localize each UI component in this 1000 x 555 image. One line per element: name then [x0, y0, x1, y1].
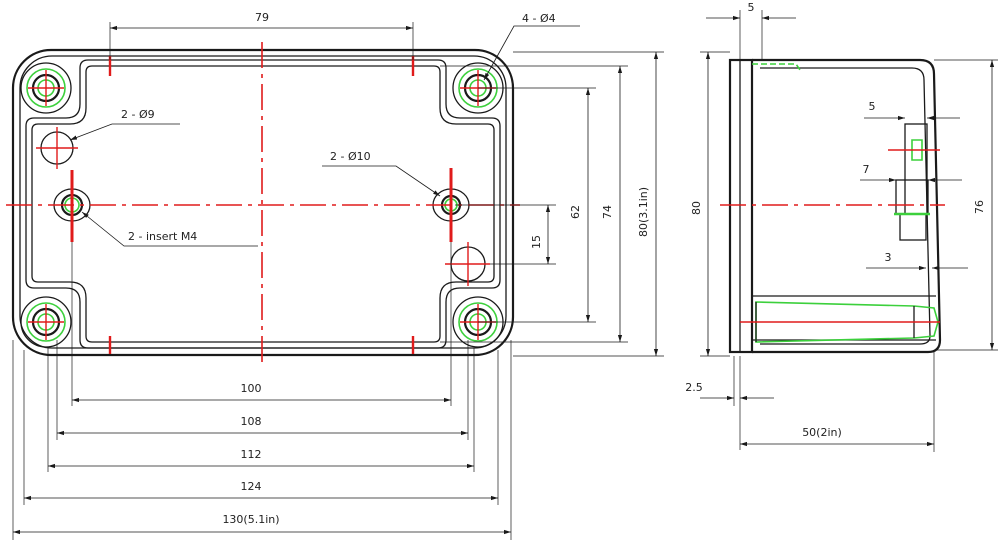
dim-7: 7 [860, 163, 962, 183]
dim-80-side-label: 80 [690, 201, 703, 215]
front-view: 79 4 - Ø4 2 - Ø9 2 - Ø10 2 - insert M4 6… [6, 11, 664, 540]
dim-76: 76 [934, 59, 998, 351]
dim-100-label: 100 [241, 382, 262, 395]
dim-15: 15 [455, 204, 556, 265]
dim-5-right-label: 5 [869, 100, 876, 113]
dim-108-label: 108 [241, 415, 262, 428]
dim-50-2in: 50(2in) [740, 352, 935, 452]
dim-74: 74 [440, 65, 628, 343]
dim-80-side: 80 [690, 51, 730, 357]
dim-130-5-1in: 130(5.1in) [12, 340, 512, 540]
dim-76-label: 76 [973, 200, 986, 214]
dim-5-right: 5 [864, 100, 960, 121]
dim-112: 112 [47, 348, 475, 472]
dim-108: 108 [56, 340, 469, 440]
dim-124: 124 [23, 350, 499, 505]
corner-screw-bottom-left [20, 296, 72, 348]
hole-d9-left [36, 127, 78, 169]
dim-2-5: 2.5 [685, 356, 774, 450]
dim-5-top-label: 5 [748, 1, 755, 14]
dim-15-label: 15 [530, 235, 543, 249]
dim-124-label: 124 [241, 480, 262, 493]
dim-7-label: 7 [863, 163, 870, 176]
dim-74-label: 74 [601, 205, 614, 219]
dim-112-label: 112 [241, 448, 262, 461]
dim-130-label: 130(5.1in) [222, 513, 279, 526]
enclosure-outer-outline [11, 48, 515, 357]
side-view: 5 5 7 3 80 [685, 1, 998, 452]
side-boss [904, 123, 928, 215]
side-rim-highlight [752, 63, 801, 71]
hole-d10-right [445, 242, 490, 286]
leader-4-d4: 4 - Ø4 [483, 12, 580, 81]
leader-insert-m4-label: 2 - insert M4 [128, 230, 197, 243]
leader-2-d10-label: 2 - Ø10 [330, 150, 371, 163]
enclosure-inner-wall [25, 59, 501, 349]
side-screw-channel [755, 301, 939, 343]
dim-3: 3 [866, 251, 968, 271]
side-body-outline [752, 58, 942, 354]
insert-m4-left [53, 170, 91, 242]
dim-62-label: 62 [569, 205, 582, 219]
side-lid [728, 58, 754, 354]
dim-100: 100 [71, 242, 452, 406]
dim-50-label: 50(2in) [802, 426, 842, 439]
side-boss-highlight [911, 139, 923, 161]
dim-3-label: 3 [885, 251, 892, 264]
leader-4-d4-label: 4 - Ø4 [522, 12, 556, 25]
dim-79: 79 [109, 11, 414, 60]
dim-79-label: 79 [255, 11, 269, 24]
corner-screw-top-left [20, 62, 72, 114]
dim-80-3-1in: 80(3.1in) [513, 51, 664, 357]
leader-2-d10: 2 - Ø10 [322, 150, 441, 197]
dim-62: 62 [478, 87, 596, 323]
leader-2-d9-label: 2 - Ø9 [121, 108, 155, 121]
leader-2-d9: 2 - Ø9 [69, 108, 180, 141]
dim-80-label: 80(3.1in) [637, 187, 650, 237]
enclosure-inner-wall-2 [31, 65, 495, 343]
dim-5-top: 5 [706, 1, 796, 60]
leader-insert-m4: 2 - insert M4 [81, 211, 258, 247]
dim-2-5-label: 2.5 [685, 381, 703, 394]
